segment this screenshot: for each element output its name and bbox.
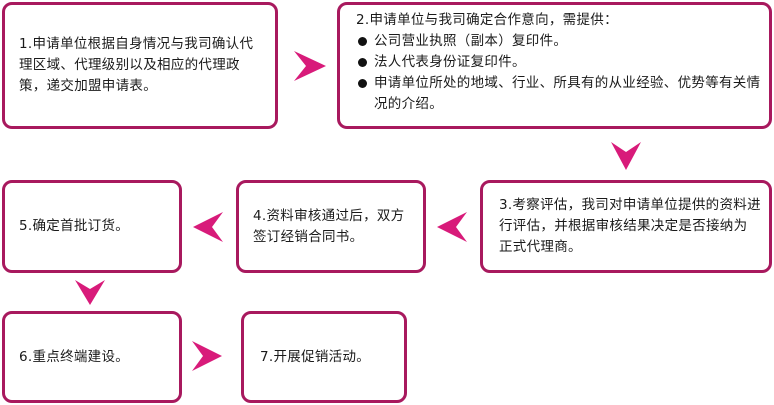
- step-5-text: 5.确定首批订货。: [19, 218, 130, 234]
- arrow-down-icon: [75, 280, 105, 305]
- arrow-left-icon: [193, 212, 223, 242]
- step-1-text: 1.申请单位根据自身情况与我司确认代理区域、代理级别以及相应的代理政策，递交加盟…: [19, 36, 254, 94]
- arrow-right-icon: [192, 341, 222, 371]
- step-4-text: 4.资料审核通过后，双方签订经销合同书。: [253, 207, 405, 245]
- step-7-text: 7.开展促销活动。: [260, 348, 371, 365]
- arrow-down-icon: [611, 142, 641, 170]
- step-5-box: 5.确定首批订货。: [2, 180, 182, 273]
- list-item: 公司营业执照（副本）复印件。: [356, 31, 763, 52]
- step-2-requirements-list: 公司营业执照（副本）复印件。 法人代表身份证复印件。 申请单位所处的地域、行业、…: [356, 31, 763, 115]
- step-7-box: 7.开展促销活动。: [241, 311, 407, 403]
- step-6-box: 6.重点终端建设。: [2, 311, 182, 403]
- list-item: 申请单位所处的地域、行业、所具有的从业经验、优势等有关情况的介绍。: [356, 73, 763, 115]
- list-item: 法人代表身份证复印件。: [356, 52, 763, 73]
- step-3-box: 3.考察评估，我司对申请单位提供的资料进行评估，并根据审核结果决定是否接纳为正式…: [480, 180, 772, 273]
- step-2-title: 2.申请单位与我司确定合作意向，需提供：: [356, 12, 618, 28]
- step-1-box: 1.申请单位根据自身情况与我司确认代理区域、代理级别以及相应的代理政策，递交加盟…: [2, 2, 278, 129]
- step-3-text: 3.考察评估，我司对申请单位提供的资料进行评估，并根据审核结果决定是否接纳为正式…: [499, 197, 761, 255]
- step-4-box: 4.资料审核通过后，双方签订经销合同书。: [236, 180, 426, 273]
- arrow-right-icon: [294, 51, 326, 81]
- arrow-left-icon: [437, 212, 467, 242]
- step-6-text: 6.重点终端建设。: [19, 348, 130, 365]
- step-2-box: 2.申请单位与我司确定合作意向，需提供： 公司营业执照（副本）复印件。 法人代表…: [337, 2, 772, 129]
